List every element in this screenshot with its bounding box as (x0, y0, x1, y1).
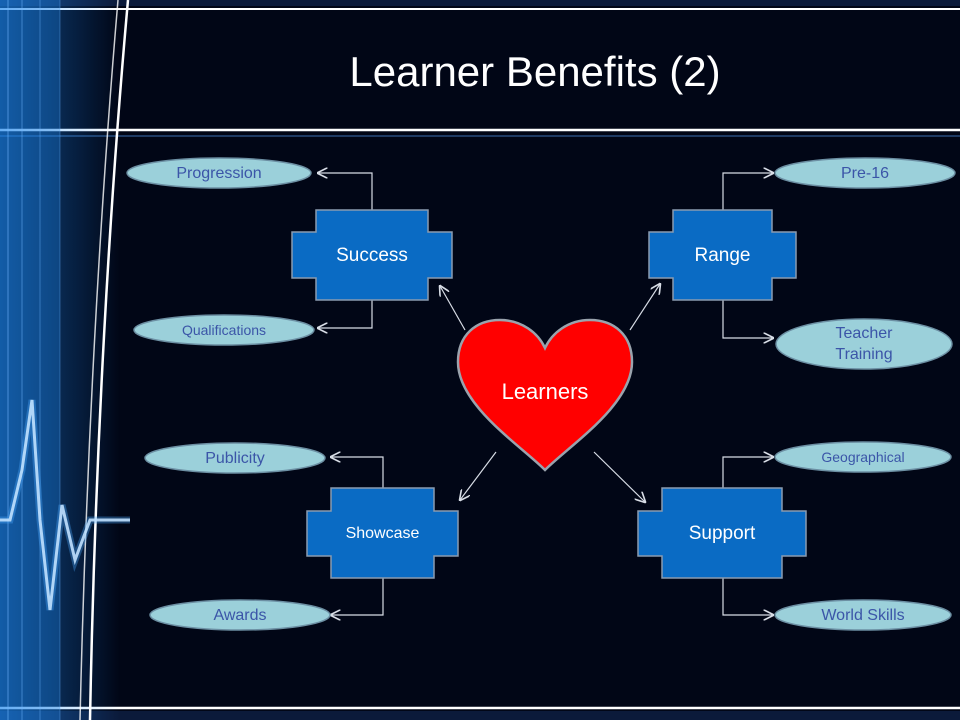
oval-progression (126, 157, 312, 189)
arrow-to-range (629, 284, 660, 331)
branch-box-support (637, 487, 807, 579)
leaf-label-progression: Progression (176, 164, 262, 182)
leaf-label-qualifications: Qualifications (181, 321, 267, 338)
slide-title: Learner Benefits (2) (349, 48, 721, 95)
connector-support-worldskills (722, 578, 773, 615)
connector-range-teacher (722, 300, 773, 338)
connector-showcase-publicity (331, 457, 384, 488)
oval-pre16 (774, 157, 956, 189)
oval-geographical (774, 441, 952, 473)
connector-support-geographical (722, 457, 773, 488)
branch-box-range (648, 209, 797, 301)
leaf-label-awards: Awards (213, 606, 267, 624)
arrow-to-showcase (460, 451, 497, 500)
branch-box-showcase (306, 487, 459, 579)
connector-showcase-awards (331, 578, 384, 615)
arrow-to-support (593, 451, 645, 502)
arrow-to-success (440, 286, 466, 331)
leaf-ovals (126, 157, 956, 631)
connector-range-pre16 (722, 173, 773, 210)
branch-box-success (291, 209, 453, 301)
leaf-label-pre16: Pre-16 (840, 164, 890, 182)
heart-shape (456, 318, 634, 472)
connector-success-qualifications (318, 300, 373, 328)
leaf-label-world-skills: World Skills (821, 606, 905, 624)
oval-awards (149, 599, 331, 631)
connectors (318, 173, 773, 615)
leaf-label-geographical: Geographical (821, 448, 905, 465)
oval-publicity (144, 442, 326, 474)
leaf-label-teacher-training: Teacher Training (835, 325, 893, 363)
oval-world-skills (774, 599, 952, 631)
connector-success-progression (318, 173, 373, 210)
oval-qualifications (133, 314, 315, 346)
leaf-label-publicity: Publicity (205, 449, 265, 467)
oval-teacher-training (775, 318, 953, 370)
